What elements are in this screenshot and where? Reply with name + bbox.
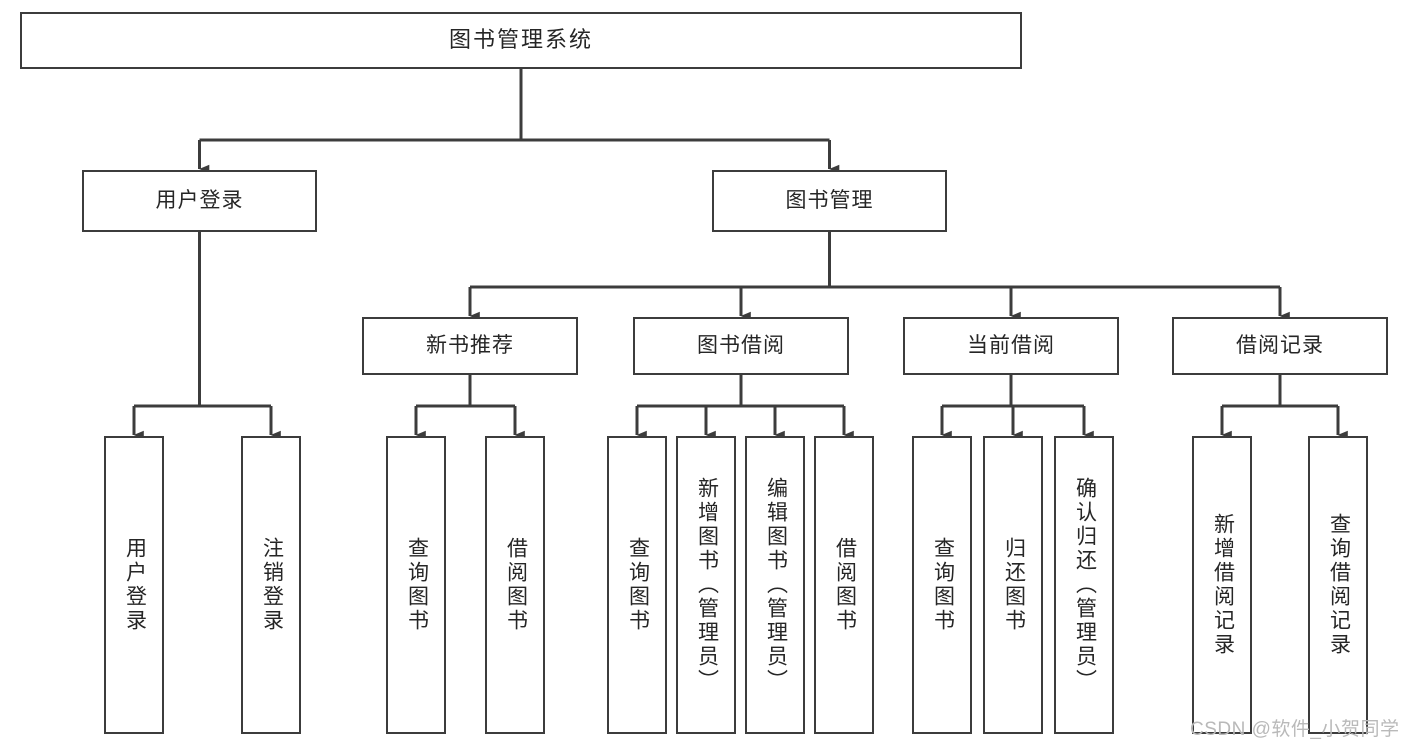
- node-label: 用户登录: [155, 189, 244, 213]
- node-label: 当前借阅: [967, 334, 1055, 358]
- node-label: 查询图书: [626, 537, 650, 633]
- node-label: 用户登录: [123, 537, 147, 633]
- node-leaf-new-2[interactable]: 借阅图书: [485, 436, 545, 734]
- node-label: 新书推荐: [426, 334, 514, 358]
- node-label: 查询图书: [931, 537, 955, 633]
- node-label: 借阅图书: [833, 537, 857, 633]
- node-leaf-cur-2[interactable]: 归还图书: [983, 436, 1043, 734]
- node-leaf-login-2[interactable]: 注销登录: [241, 436, 301, 734]
- node-records[interactable]: 借阅记录: [1172, 317, 1388, 375]
- node-leaf-bor-1[interactable]: 查询图书: [607, 436, 667, 734]
- node-login[interactable]: 用户登录: [82, 170, 317, 232]
- node-newbook[interactable]: 新书推荐: [362, 317, 578, 375]
- node-label: 查询借阅记录: [1327, 513, 1351, 657]
- node-leaf-login-1[interactable]: 用户登录: [104, 436, 164, 734]
- node-label: 确认归还（管理员）: [1073, 477, 1097, 693]
- connector-lines: [132, 69, 1348, 440]
- node-label: 图书管理系统: [448, 27, 593, 53]
- node-leaf-bor-3[interactable]: 编辑图书（管理员）: [745, 436, 805, 734]
- node-borrow[interactable]: 图书借阅: [633, 317, 849, 375]
- node-leaf-new-1[interactable]: 查询图书: [386, 436, 446, 734]
- node-leaf-bor-4[interactable]: 借阅图书: [814, 436, 874, 734]
- node-label: 借阅记录: [1236, 334, 1324, 358]
- node-leaf-cur-3[interactable]: 确认归还（管理员）: [1054, 436, 1114, 734]
- watermark-text: CSDN @软件_小贺同学: [1190, 719, 1400, 740]
- node-label: 新增图书（管理员）: [695, 477, 719, 693]
- node-leaf-bor-2[interactable]: 新增图书（管理员）: [676, 436, 736, 734]
- node-current[interactable]: 当前借阅: [903, 317, 1119, 375]
- node-label: 编辑图书（管理员）: [764, 477, 788, 693]
- node-label: 归还图书: [1002, 537, 1026, 633]
- node-label: 图书管理: [785, 189, 874, 213]
- node-leaf-rec-1[interactable]: 新增借阅记录: [1192, 436, 1252, 734]
- node-leaf-rec-2[interactable]: 查询借阅记录: [1308, 436, 1368, 734]
- node-label: 借阅图书: [504, 537, 528, 633]
- node-label: 查询图书: [405, 537, 429, 633]
- node-label: 新增借阅记录: [1211, 513, 1235, 657]
- node-bookmgmt[interactable]: 图书管理: [712, 170, 947, 232]
- node-leaf-cur-1[interactable]: 查询图书: [912, 436, 972, 734]
- node-label: 注销登录: [260, 537, 284, 633]
- node-root[interactable]: 图书管理系统: [20, 12, 1022, 69]
- node-label: 图书借阅: [697, 334, 785, 358]
